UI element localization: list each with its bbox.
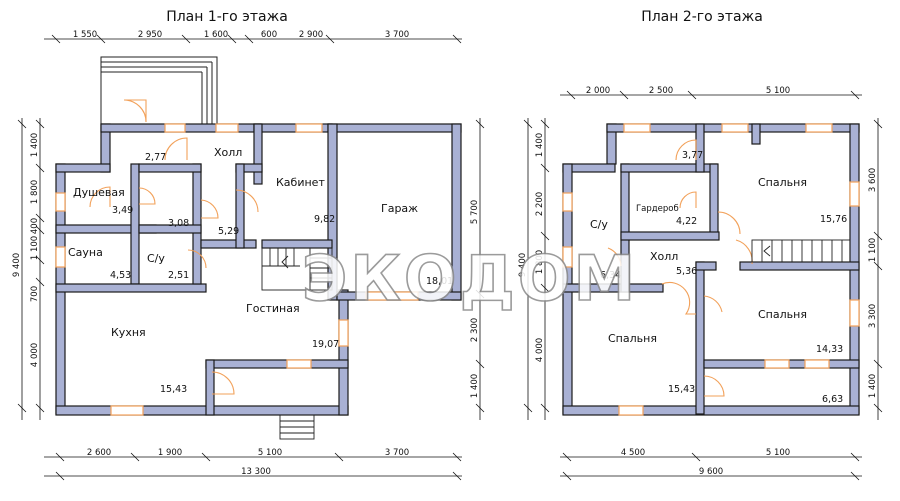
p2-dim-right-3: 3 300 [868, 304, 878, 328]
p2-area-vestibule: 3,77 [682, 150, 703, 161]
p1-room-shower: Душевая [73, 186, 125, 199]
p1-dim-bottom-4: 3 700 [385, 448, 409, 458]
plan1-title: План 1-го этажа [166, 9, 288, 25]
p1-area-wc: 2,51 [168, 270, 189, 281]
p2-dim-left-2: 2 200 [535, 192, 545, 216]
p1-area-hall: 2,77 [145, 152, 166, 163]
p1-dim-right-1: 5 700 [470, 200, 480, 224]
p2-dim-left-total: 9 400 [518, 253, 528, 277]
p2-dim-top-2: 2 500 [649, 86, 673, 96]
p2-room-wardrobe: Гардероб [636, 204, 679, 214]
p2-room-bedroom2: Спальня [608, 332, 657, 345]
p1-area-sauna: 4,53 [110, 270, 131, 281]
p2-dim-left-4: 4 000 [535, 338, 545, 362]
plan2-drawing: 3,77 Спальня 15,76 С/у 6,34 Гардероб 4,2… [518, 86, 883, 481]
p1-dim-left-3: 400 [30, 218, 40, 234]
p1-room-living: Гостиная [246, 302, 300, 315]
plan2-title: План 2-го этажа [641, 9, 763, 25]
p1-dim-top-2: 2 950 [138, 30, 162, 40]
p1-area-corridor: 3,08 [168, 218, 189, 229]
p1-room-kitchen: Кухня [111, 326, 146, 339]
p2-dim-left-3: 1 800 [535, 250, 545, 274]
p1-dim-right-3: 1 400 [470, 374, 480, 398]
p2-dim-right-1: 3 600 [868, 168, 878, 192]
p2-dim-top-3: 5 100 [766, 86, 790, 96]
p1-dim-left-2: 1 800 [30, 180, 40, 204]
p1-area-kitchen: 15,43 [160, 384, 187, 395]
plan1-drawing: Холл 2,77 Душевая 3,49 Сауна 4,53 С/у 2,… [12, 30, 485, 481]
p1-dim-left-6: 4 000 [30, 343, 40, 367]
p1-dim-left-4: 1 100 [30, 236, 40, 260]
p2-room-bedroom1: Спальня [758, 176, 807, 189]
p1-dim-top-1: 1 550 [73, 30, 97, 40]
watermark-logo: ЭКОДОМ [302, 242, 639, 315]
p2-area-wardrobe: 4,22 [676, 216, 697, 227]
p2-dim-right-4: 1 400 [868, 374, 878, 398]
p1-dim-left-1: 1 400 [30, 133, 40, 157]
p2-room-bedroom3: Спальня [758, 308, 807, 321]
p1-dim-top-6: 3 700 [385, 30, 409, 40]
plan1-back-steps [279, 414, 315, 440]
plan2-doors [607, 139, 753, 397]
p1-dim-left-total: 9 400 [12, 253, 22, 277]
p2-area-hall: 5,36 [676, 266, 697, 277]
p2-dim-right-2: 1 100 [868, 238, 878, 262]
p1-dim-top-3: 1 600 [204, 30, 228, 40]
p1-room-sauna: Сауна [68, 246, 103, 259]
p2-room-wc: С/у [590, 218, 608, 231]
p2-area-bedroom1: 15,76 [820, 214, 847, 225]
plan1-entrance-steps [100, 56, 218, 125]
p2-dim-left-1: 1 400 [535, 133, 545, 157]
plan1-stairs [261, 247, 333, 291]
p1-room-garage: Гараж [381, 202, 418, 215]
plan2-dimension-lines [523, 90, 883, 481]
p1-area-garage: 18,01 [426, 276, 453, 287]
p1-room-office: Кабинет [276, 176, 325, 189]
p2-dim-total: 9 600 [699, 467, 723, 477]
p1-room-wc: С/у [147, 252, 165, 265]
plan1-dimension-lines [17, 34, 485, 481]
p2-area-balcony: 6,63 [822, 394, 843, 405]
p2-dim-top-1: 2 000 [586, 86, 610, 96]
p1-room-hall: Холл [214, 146, 242, 159]
p2-area-bedroom2: 15,43 [668, 384, 695, 395]
plan1-windows [55, 123, 419, 416]
plan1-walls [55, 123, 462, 416]
p1-dim-right-2: 2 300 [470, 318, 480, 342]
plan2-stairs [751, 239, 851, 263]
p2-dim-bottom-1: 4 500 [621, 448, 645, 458]
plan2-windows [562, 123, 860, 416]
p1-area-shower: 3,49 [112, 205, 133, 216]
p1-dim-bottom-2: 1 900 [158, 448, 182, 458]
p2-dim-bottom-2: 5 100 [766, 448, 790, 458]
p2-room-hall: Холл [650, 250, 678, 263]
p1-dim-top-5: 2 900 [299, 30, 323, 40]
p1-dim-top-4: 600 [261, 30, 277, 40]
p1-dim-left-5: 700 [30, 286, 40, 302]
p1-area-living: 19,07 [312, 339, 339, 350]
p2-area-bedroom3: 14,33 [816, 344, 843, 355]
p1-dim-bottom-1: 2 600 [87, 448, 111, 458]
p2-area-wc: 6,34 [600, 270, 621, 281]
p1-dim-bottom-3: 5 100 [258, 448, 282, 458]
p1-dim-total: 13 300 [241, 467, 271, 477]
plan1-doors [89, 99, 259, 395]
p1-area-office: 9,82 [314, 214, 335, 225]
p1-area-corridor2: 5,29 [218, 226, 239, 237]
